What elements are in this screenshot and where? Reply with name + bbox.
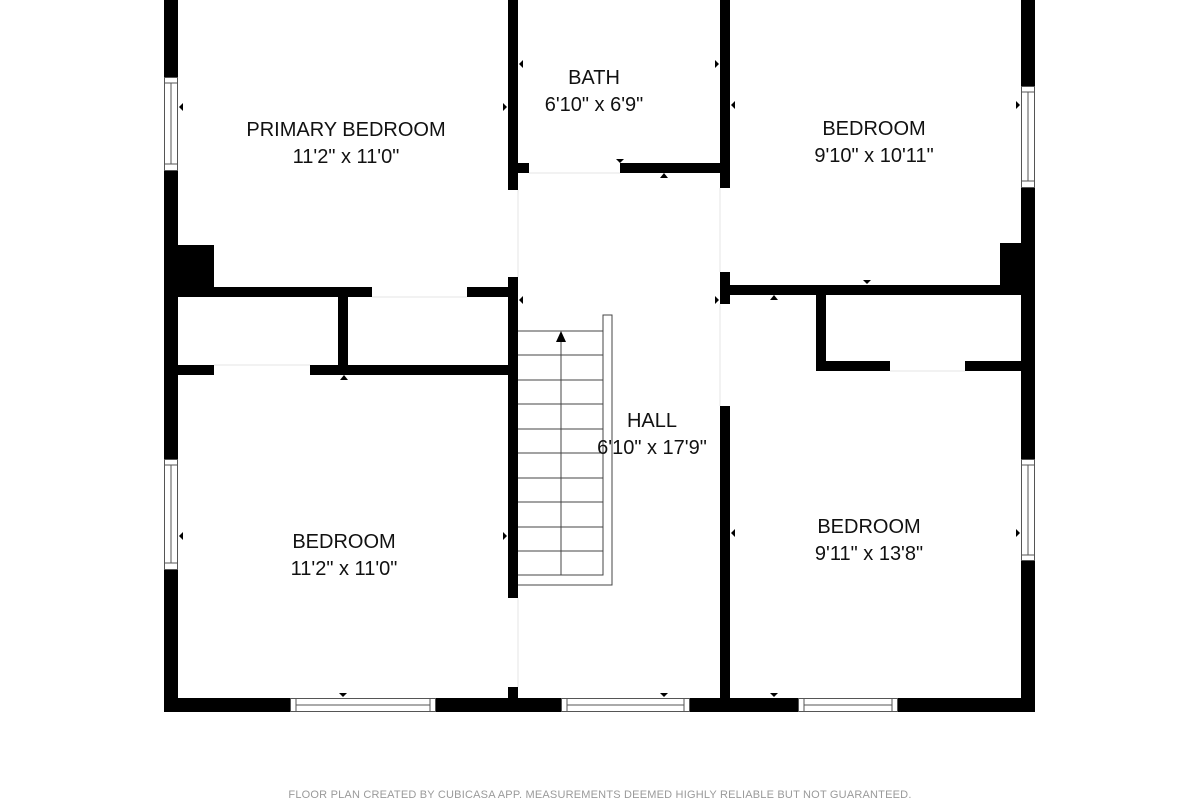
disclaimer-footer: FLOOR PLAN CREATED BY CUBICASA APP. MEAS… [288, 789, 912, 801]
walls [164, 0, 1035, 712]
wall-outer-right [1021, 0, 1035, 86]
wall-bath-bottom [518, 163, 529, 173]
wall-corner-block [1000, 243, 1021, 285]
room-dimensions: 9'10" x 10'11" [814, 145, 934, 167]
wall-outer-right [1021, 560, 1035, 712]
wall-outer-left [164, 170, 178, 459]
room-name: PRIMARY BEDROOM [246, 119, 446, 141]
room-label-primary-bedroom: PRIMARY BEDROOM 11'2" x 11'0" [246, 117, 445, 171]
window-right-top [1021, 86, 1035, 188]
wall-right-closet-bottom [965, 361, 1021, 371]
wall-bottom [690, 698, 798, 712]
window-bottom-hall [561, 698, 690, 712]
room-name: BEDROOM [822, 118, 926, 140]
wall-right-closet-bottom [816, 361, 890, 371]
wall-corner-block [178, 245, 214, 287]
room-name: HALL [626, 410, 678, 432]
room-label-bedroom-se: BEDROOM 9'11" x 13'8" [815, 514, 923, 568]
wall-bottom [436, 698, 561, 712]
wall-ne-bedroom-bottom [730, 285, 1021, 295]
room-dimensions: 6'10" x 17'9" [597, 437, 707, 459]
wall-right-closet-left [816, 295, 826, 371]
dimension-markers [179, 60, 1020, 697]
wall-outer-right [1021, 187, 1035, 459]
wall-hall-left [508, 0, 518, 190]
staircase [518, 314, 613, 586]
room-label-bedroom-sw: BEDROOM 11'2" x 11'0" [291, 529, 398, 583]
wall-primary-bottom [467, 287, 508, 297]
wall-bath-bottom [620, 163, 720, 173]
wall-closet-bottom [178, 365, 214, 375]
wall-hall-right [720, 406, 730, 698]
room-label-hall: HALL 6'10" x 17'9" [597, 408, 707, 462]
room-dimensions: 11'2" x 11'0" [290, 558, 398, 580]
windows [164, 77, 1035, 712]
wall-hall-left [508, 277, 518, 598]
room-dimensions: 6'10" x 6'9" [544, 94, 644, 116]
wall-bottom [898, 698, 1035, 712]
wall-closet-bottom [310, 365, 508, 375]
room-label-bedroom-ne: BEDROOM 9'10" x 10'11" [814, 116, 933, 170]
window-bottom-left [290, 698, 436, 712]
room-dimensions: 9'11" x 13'8" [814, 543, 924, 565]
window-left-bottom [164, 459, 178, 570]
window-right-bottom [1021, 459, 1035, 561]
wall-outer-left [164, 569, 178, 712]
room-name: BATH [568, 67, 620, 89]
window-left-top [164, 77, 178, 171]
room-dimensions: 11'2" x 11'0" [292, 146, 400, 168]
openings [214, 172, 965, 687]
wall-bottom [164, 698, 290, 712]
wall-primary-bottom [178, 287, 372, 297]
room-name: BEDROOM [817, 516, 921, 538]
wall-hall-right [720, 272, 730, 304]
stair-up-arrow-icon [556, 331, 566, 342]
wall-closet-divider [338, 297, 348, 375]
wall-hall-left [508, 687, 518, 698]
wall-hall-right [720, 0, 730, 188]
wall-outer-left [164, 0, 178, 77]
window-bottom-right [798, 698, 898, 712]
room-name: BEDROOM [292, 531, 396, 553]
room-label-bath: BATH 6'10" x 6'9" [545, 65, 644, 119]
